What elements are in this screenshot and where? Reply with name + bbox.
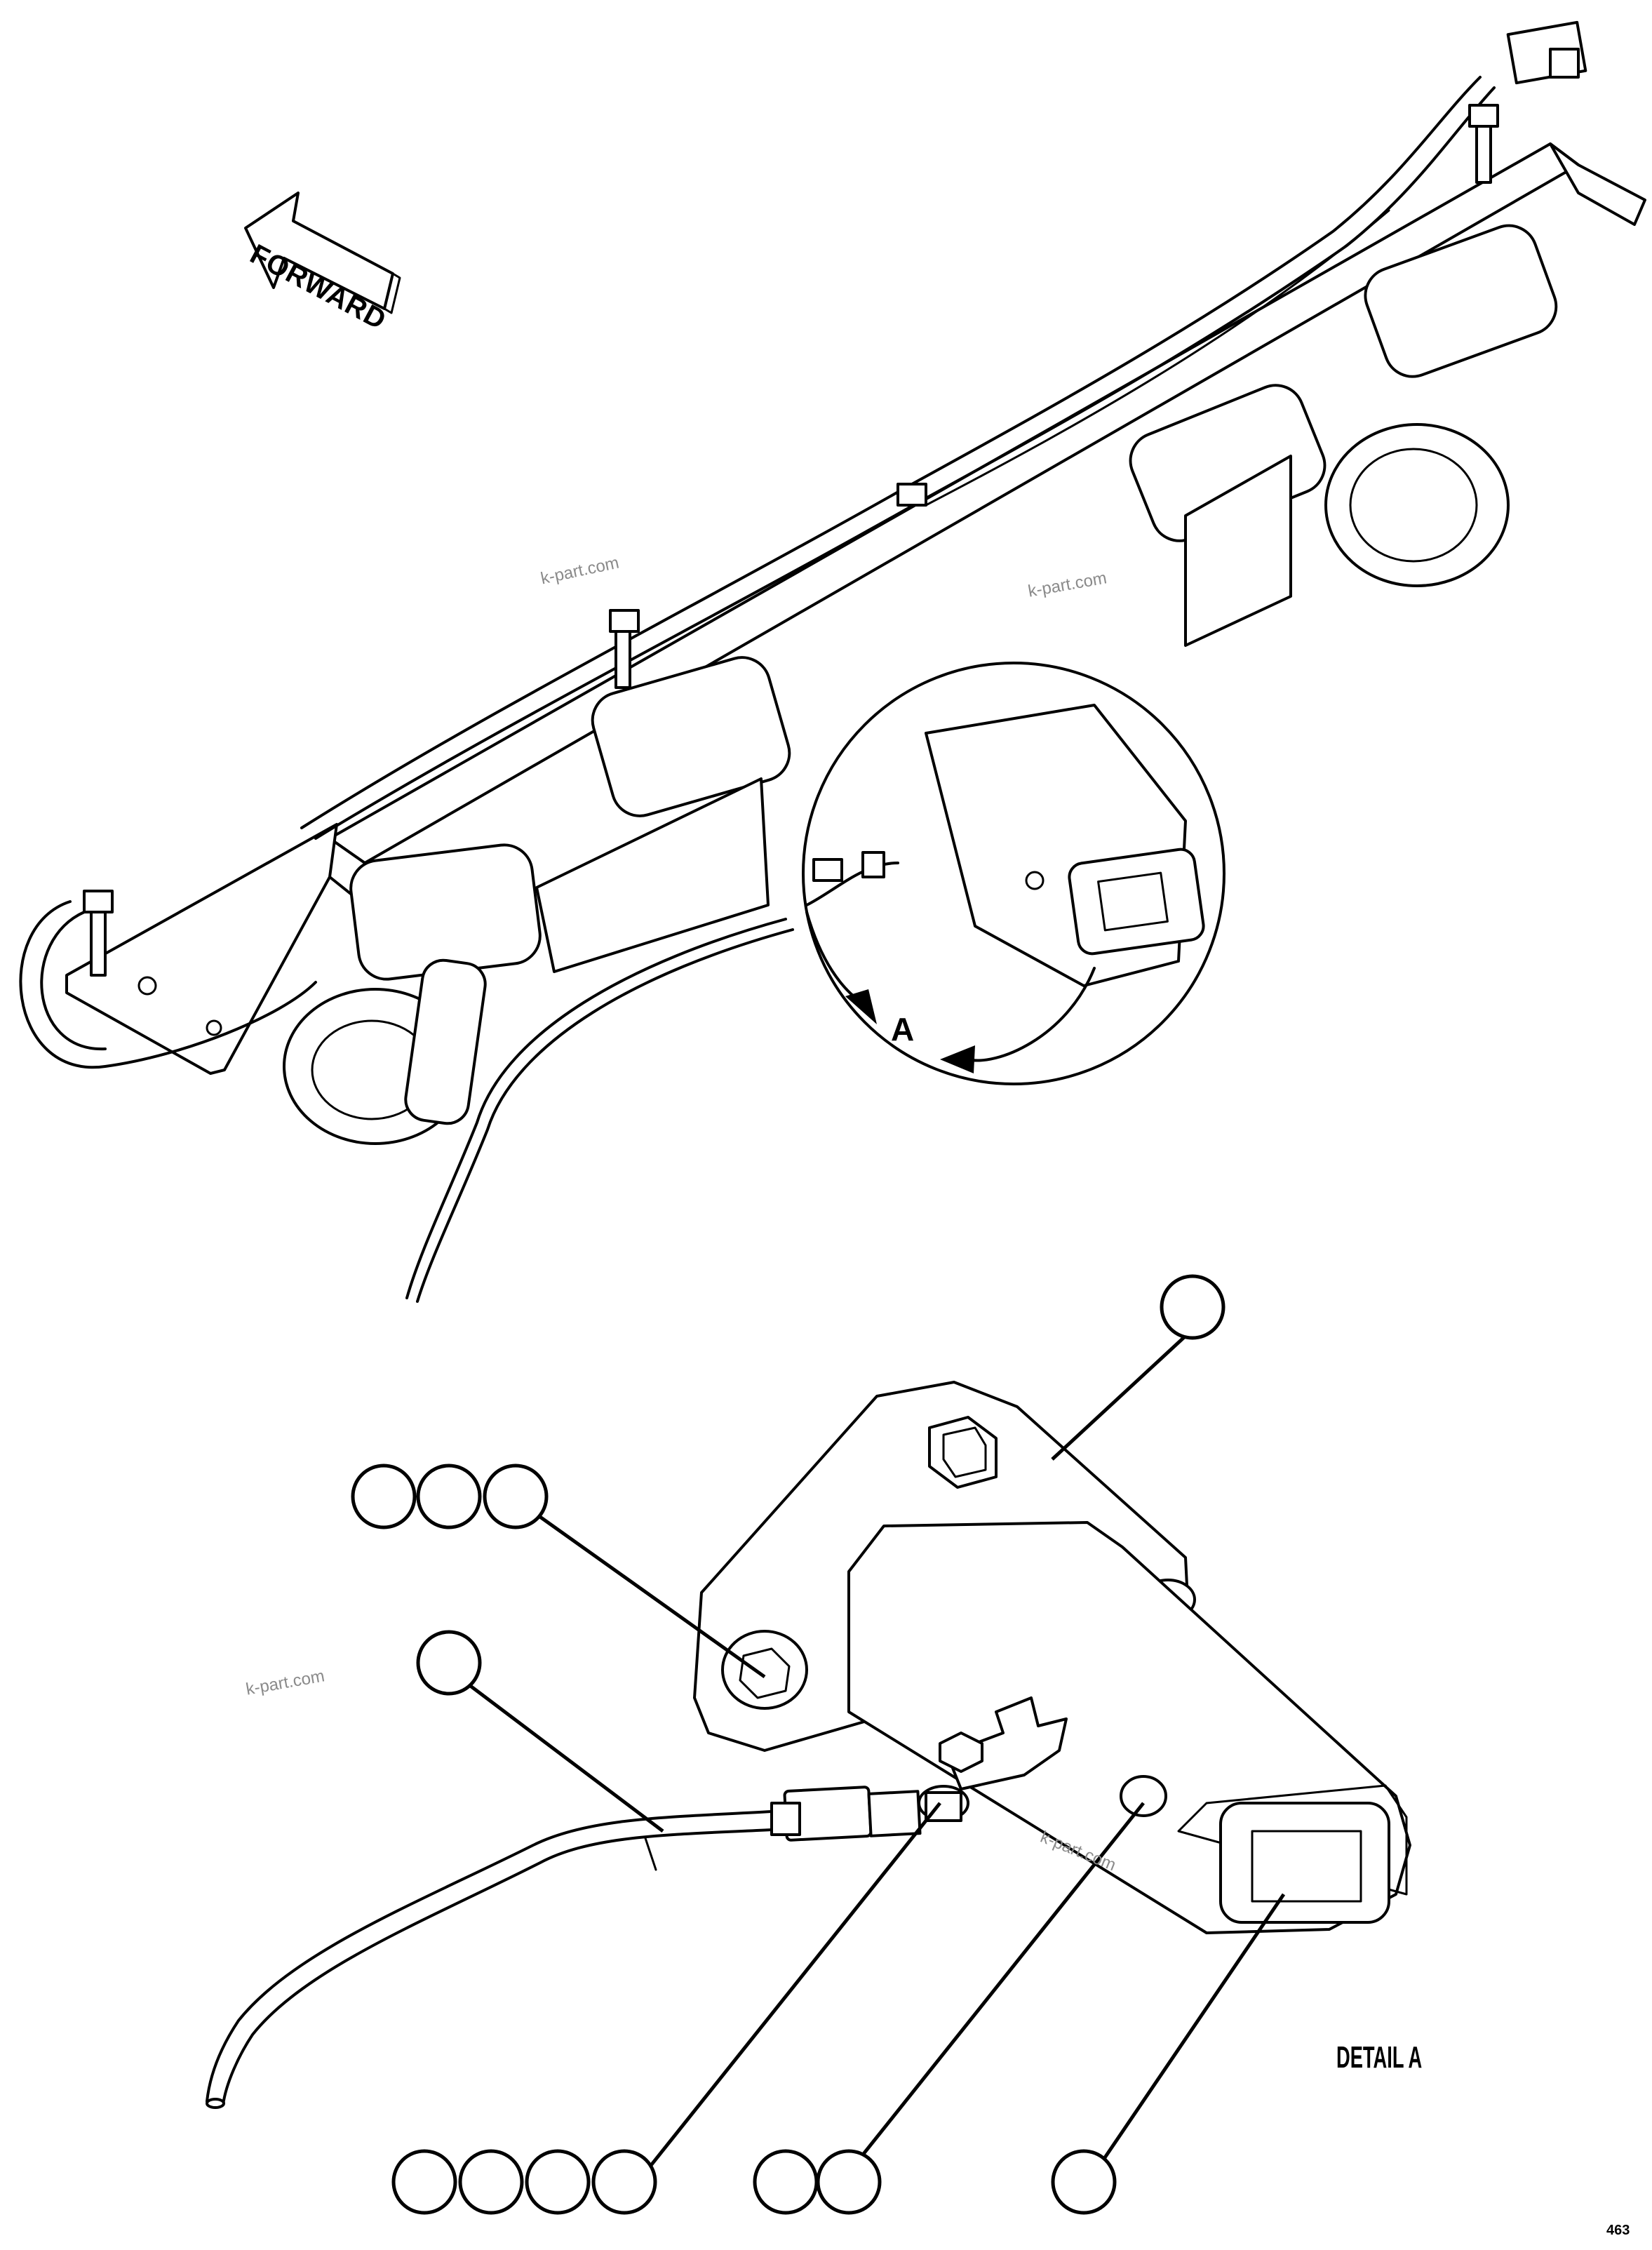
view-a-label: A bbox=[891, 1011, 915, 1047]
callout-circle-harness bbox=[416, 1630, 482, 1696]
light-bar-assembly bbox=[19, 20, 1646, 1303]
callout-circle-bracket bbox=[1160, 1274, 1225, 1340]
callout-circles-connector-hardware bbox=[391, 2149, 657, 2215]
detail-a-view bbox=[206, 1381, 1411, 2109]
callout-circles-plug bbox=[753, 2149, 882, 2215]
forward-arrow bbox=[244, 192, 401, 314]
callout-leaders bbox=[462, 1328, 1286, 2169]
page-number: 463 bbox=[1606, 2223, 1630, 2238]
stud-bolts-upper bbox=[83, 104, 1499, 977]
view-a-arrows bbox=[805, 911, 1096, 1073]
detail-a-magnifier bbox=[802, 662, 1225, 1085]
callout-circles-bolts bbox=[351, 1464, 549, 1529]
callout-circle-lamp-lens bbox=[1051, 2149, 1117, 2215]
detail-a-title: DETAIL A bbox=[1336, 2040, 1423, 2075]
